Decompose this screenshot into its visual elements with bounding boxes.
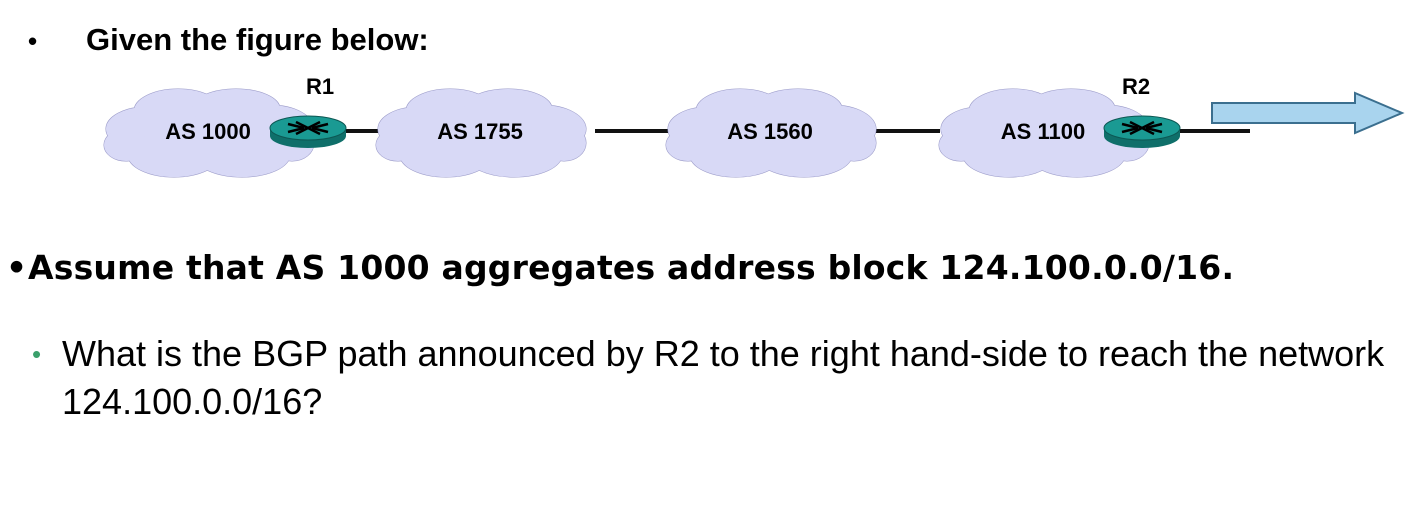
given-heading: • Given the figure below: (28, 22, 429, 58)
question-text: What is the BGP path announced by R2 to … (62, 333, 1385, 422)
question-block: • What is the BGP path announced by R2 t… (32, 330, 1412, 426)
cloud-as-1100: AS 1100 (938, 88, 1150, 178)
cloud-as-1755: AS 1755 (375, 88, 587, 178)
assumption-text: •Assume that AS 1000 aggregates address … (6, 248, 1234, 287)
cloud-as-1560: AS 1560 (665, 88, 877, 178)
cloud-label: AS 1755 (437, 119, 523, 144)
router-r1: R1 (269, 74, 347, 148)
right-arrow-icon (1211, 91, 1405, 135)
router-arrows-icon (1121, 120, 1163, 136)
router-r2: R2 (1103, 74, 1181, 148)
cloud-label: AS 1000 (165, 119, 251, 144)
cloud-label: AS 1560 (727, 119, 813, 144)
router-label: R2 (1122, 74, 1150, 99)
assume-bullet: • (6, 248, 28, 287)
router-label: R1 (306, 74, 334, 99)
heading-bullet: • (28, 26, 38, 56)
assume-text: Assume that AS 1000 aggregates address b… (28, 248, 1235, 287)
cloud-as-1000: AS 1000 (103, 88, 315, 178)
question-bullet: • (32, 339, 42, 369)
as-path-diagram: AS 1000 AS 1755 AS 1560 AS 1100 R1 (103, 74, 1405, 178)
router-arrows-icon (287, 120, 329, 136)
heading-text: Given the figure below: (86, 22, 429, 57)
cloud-label: AS 1100 (1001, 119, 1085, 144)
